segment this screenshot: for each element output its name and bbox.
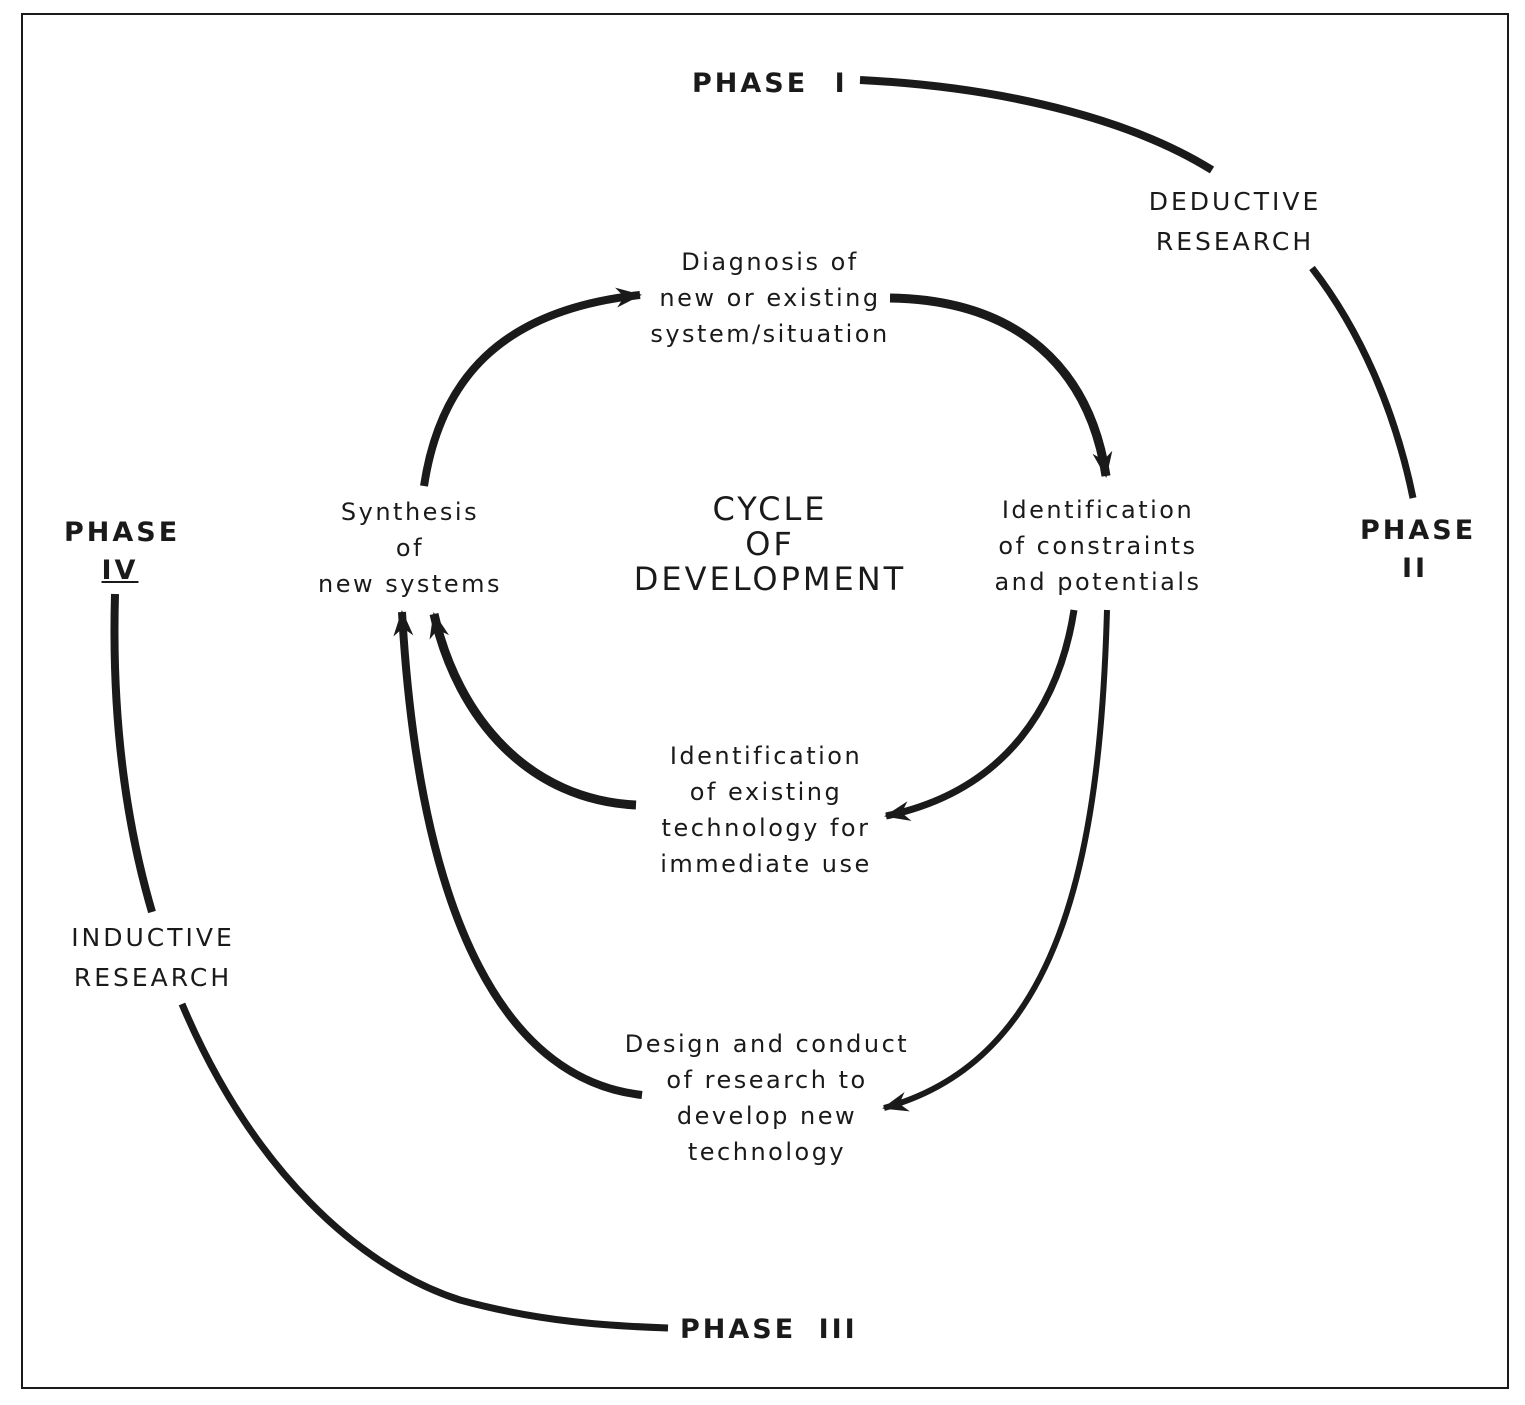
deductive-line-1: DEDUCTIVE bbox=[1148, 187, 1322, 216]
research-design-line-3: develop new bbox=[676, 1102, 858, 1130]
cycle-title: CYCLE OF DEVELOPMENT bbox=[620, 492, 920, 597]
step-diagnosis: Diagnosis of new or existing system/situ… bbox=[630, 244, 910, 352]
synthesis-line-1: Synthesis bbox=[340, 498, 480, 526]
phase-2-numeral: II bbox=[1401, 553, 1429, 584]
synthesis-line-3: new systems bbox=[317, 570, 502, 598]
phase-2-label: PHASE II bbox=[1360, 512, 1477, 588]
phase-2-word: PHASE bbox=[1360, 515, 1477, 546]
inductive-research-label: INDUCTIVE RESEARCH bbox=[50, 918, 256, 998]
diagnosis-line-1: Diagnosis of bbox=[681, 248, 859, 276]
arrow-synthesis-to-diagnosis bbox=[420, 287, 642, 487]
figure-frame bbox=[21, 13, 1509, 1389]
cycle-title-line-2: OF bbox=[745, 525, 795, 563]
phase-1-label: PHASE I bbox=[692, 70, 848, 97]
phase-4-label: PHASE IV bbox=[64, 514, 181, 590]
existing-tech-line-1: Identification bbox=[669, 742, 863, 770]
phase-3-numeral: III bbox=[818, 1314, 858, 1345]
constraints-line-3: and potentials bbox=[994, 568, 1202, 596]
existing-tech-line-3: technology for bbox=[661, 814, 871, 842]
arc-inductive-to-phase3 bbox=[178, 1002, 669, 1332]
constraints-line-2: of constraints bbox=[998, 532, 1198, 560]
synthesis-line-2: of bbox=[395, 534, 425, 562]
arrow-constraints-to-research-design bbox=[882, 609, 1110, 1112]
step-constraints: Identification of constraints and potent… bbox=[980, 492, 1216, 600]
deductive-research-label: DEDUCTIVE RESEARCH bbox=[1130, 182, 1340, 262]
phase-1-numeral: I bbox=[834, 68, 848, 99]
step-existing-technology: Identification of existing technology fo… bbox=[636, 738, 896, 882]
arc-phase1-to-deductive bbox=[859, 76, 1215, 174]
arrow-research-design-to-synthesis bbox=[393, 610, 643, 1099]
arrow-constraints-to-existing-tech bbox=[884, 609, 1078, 821]
cycle-title-line-3: DEVELOPMENT bbox=[633, 560, 907, 598]
phase-3-word: PHASE bbox=[680, 1314, 797, 1345]
diagnosis-line-2: new or existing bbox=[659, 284, 881, 312]
inductive-line-1: INDUCTIVE bbox=[71, 923, 235, 952]
inductive-line-2: RESEARCH bbox=[73, 963, 233, 992]
research-design-line-1: Design and conduct bbox=[624, 1030, 910, 1058]
constraints-line-1: Identification bbox=[1001, 496, 1195, 524]
phase-1-word: PHASE bbox=[692, 68, 809, 99]
cycle-title-line-1: CYCLE bbox=[712, 490, 828, 528]
diagnosis-line-3: system/situation bbox=[650, 320, 890, 348]
step-synthesis: Synthesis of new systems bbox=[300, 494, 520, 602]
step-research-design: Design and conduct of research to develo… bbox=[612, 1026, 922, 1170]
existing-tech-line-2: of existing bbox=[689, 778, 843, 806]
research-design-line-4: technology bbox=[687, 1138, 847, 1166]
arc-phase4-to-inductive bbox=[110, 593, 156, 914]
existing-tech-line-4: immediate use bbox=[660, 850, 872, 878]
phase-4-word: PHASE bbox=[64, 517, 181, 548]
phase-4-numeral: IV bbox=[101, 555, 139, 586]
phase-3-label: PHASE III bbox=[680, 1316, 858, 1343]
deductive-line-2: RESEARCH bbox=[1155, 227, 1315, 256]
arc-deductive-to-phase2 bbox=[1309, 265, 1417, 499]
arrow-diagnosis-to-constraints bbox=[889, 293, 1113, 478]
arrow-existing-tech-to-synthesis bbox=[429, 612, 637, 810]
research-design-line-2: of research to bbox=[666, 1066, 868, 1094]
